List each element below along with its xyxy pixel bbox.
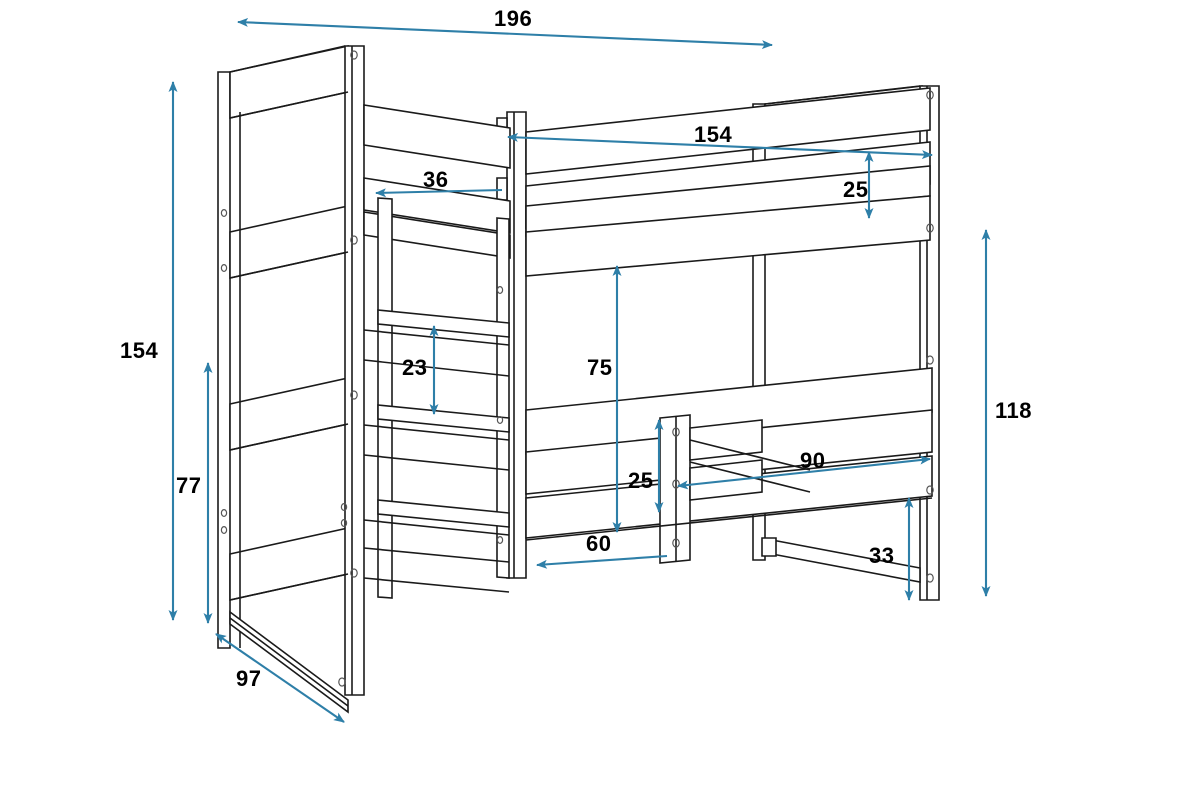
- left-bay-line-4: [363, 454, 510, 471]
- upper-left-guardrail-top: [363, 104, 511, 169]
- screw-hole: [350, 390, 358, 400]
- left-face-slat-4: [229, 573, 349, 601]
- screw-hole: [926, 90, 934, 100]
- dim-label-lower-opening-width: 90: [800, 448, 826, 473]
- left-bay-line-5: [363, 519, 510, 536]
- left-rear-bottom-rail: [229, 527, 349, 601]
- support-diagonal-brace: [771, 539, 921, 583]
- lower-guardrail-panel: [659, 414, 691, 564]
- screw-hole: [926, 573, 934, 583]
- bed-line-art: [217, 45, 940, 714]
- dim-arrow-60: [536, 554, 668, 569]
- ladder-rung-1: [377, 309, 510, 338]
- left-bay-line-6: [363, 547, 510, 563]
- dim-label-side-rail-length: 60: [586, 531, 612, 556]
- under-bed-support: [525, 497, 933, 583]
- screw-hole: [220, 525, 228, 534]
- dim-label-total-height: 154: [120, 338, 159, 363]
- dim-arrow-154-h: [507, 132, 933, 160]
- ladder-stringer-outer: [377, 197, 393, 599]
- dim-arrow-196: [237, 17, 773, 50]
- floor-rail-assembly: [229, 610, 349, 714]
- dim-label-lower-bunk-height: 77: [176, 473, 202, 498]
- dim-arrow-36: [375, 188, 503, 198]
- screw-hole: [350, 235, 358, 245]
- left-face-slat-1: [229, 91, 349, 119]
- left-rear-mid-rail: [229, 205, 349, 279]
- screw-hole: [340, 518, 348, 527]
- dim-arrow-97: [215, 633, 345, 723]
- left-rear-post: [217, 71, 231, 649]
- dim-label-upper-mattress-length: 154: [694, 122, 733, 147]
- lower-guardrail-right-top: [689, 419, 763, 461]
- center-post: [506, 111, 527, 579]
- dim-label-overall-length: 196: [494, 6, 533, 31]
- upper-left-mattress-rail: [363, 211, 511, 259]
- floor-depth-edge: [229, 617, 349, 707]
- dim-label-guardrail-height-low: 25: [628, 468, 654, 493]
- screw-hole: [926, 223, 934, 233]
- dim-label-floor-clearance: 33: [869, 543, 895, 568]
- screw-hole: [220, 264, 228, 273]
- left-panel-near-face: [229, 91, 349, 648]
- screw-hole: [220, 209, 228, 218]
- dim-label-guardrail-height-top: 25: [843, 177, 869, 202]
- left-bay-line-7: [363, 577, 510, 593]
- screw-hole: [496, 535, 504, 544]
- center-post-assembly: [496, 111, 527, 579]
- screw-hole: [350, 568, 358, 578]
- under-bed-top-line: [525, 497, 933, 541]
- dim-arrow-90: [677, 455, 931, 490]
- left-front-post-outer: [344, 45, 365, 696]
- screw-hole: [340, 503, 348, 512]
- ladder-assembly: [363, 197, 510, 599]
- ladder-stringer-inner: [496, 217, 510, 579]
- left-panel-top-edge: [229, 45, 346, 73]
- screw-hole: [672, 427, 680, 437]
- right-panel-top-edge: [764, 85, 921, 105]
- dim-label-lower-bunk-total: 118: [995, 398, 1032, 423]
- screw-hole: [926, 355, 934, 365]
- ladder-rung-2: [377, 404, 510, 433]
- screw-hole: [350, 50, 358, 60]
- dim-label-inter-bunk-clearance: 75: [587, 355, 613, 380]
- screw-hole: [220, 509, 228, 518]
- left-face-slat-3: [229, 423, 349, 451]
- left-rear-top-rail: [229, 45, 349, 119]
- support-foot: [761, 537, 777, 557]
- center-post-tab-mid: [496, 177, 508, 201]
- dim-label-bed-depth: 97: [236, 666, 262, 691]
- screw-hole: [672, 538, 680, 548]
- dimension-arrows: [168, 17, 991, 723]
- dim-label-ladder-rung-spacing: 23: [402, 355, 428, 380]
- screw-hole: [496, 416, 504, 425]
- left-face-slat-2: [229, 251, 349, 279]
- ladder-rung-3: [377, 499, 510, 528]
- dim-label-headboard-offset: 36: [423, 167, 449, 192]
- left-bay-line-3: [363, 424, 510, 441]
- upper-right-bed-deck: [525, 195, 931, 277]
- left-rear-low-rail: [229, 377, 349, 451]
- screw-hole: [496, 286, 504, 295]
